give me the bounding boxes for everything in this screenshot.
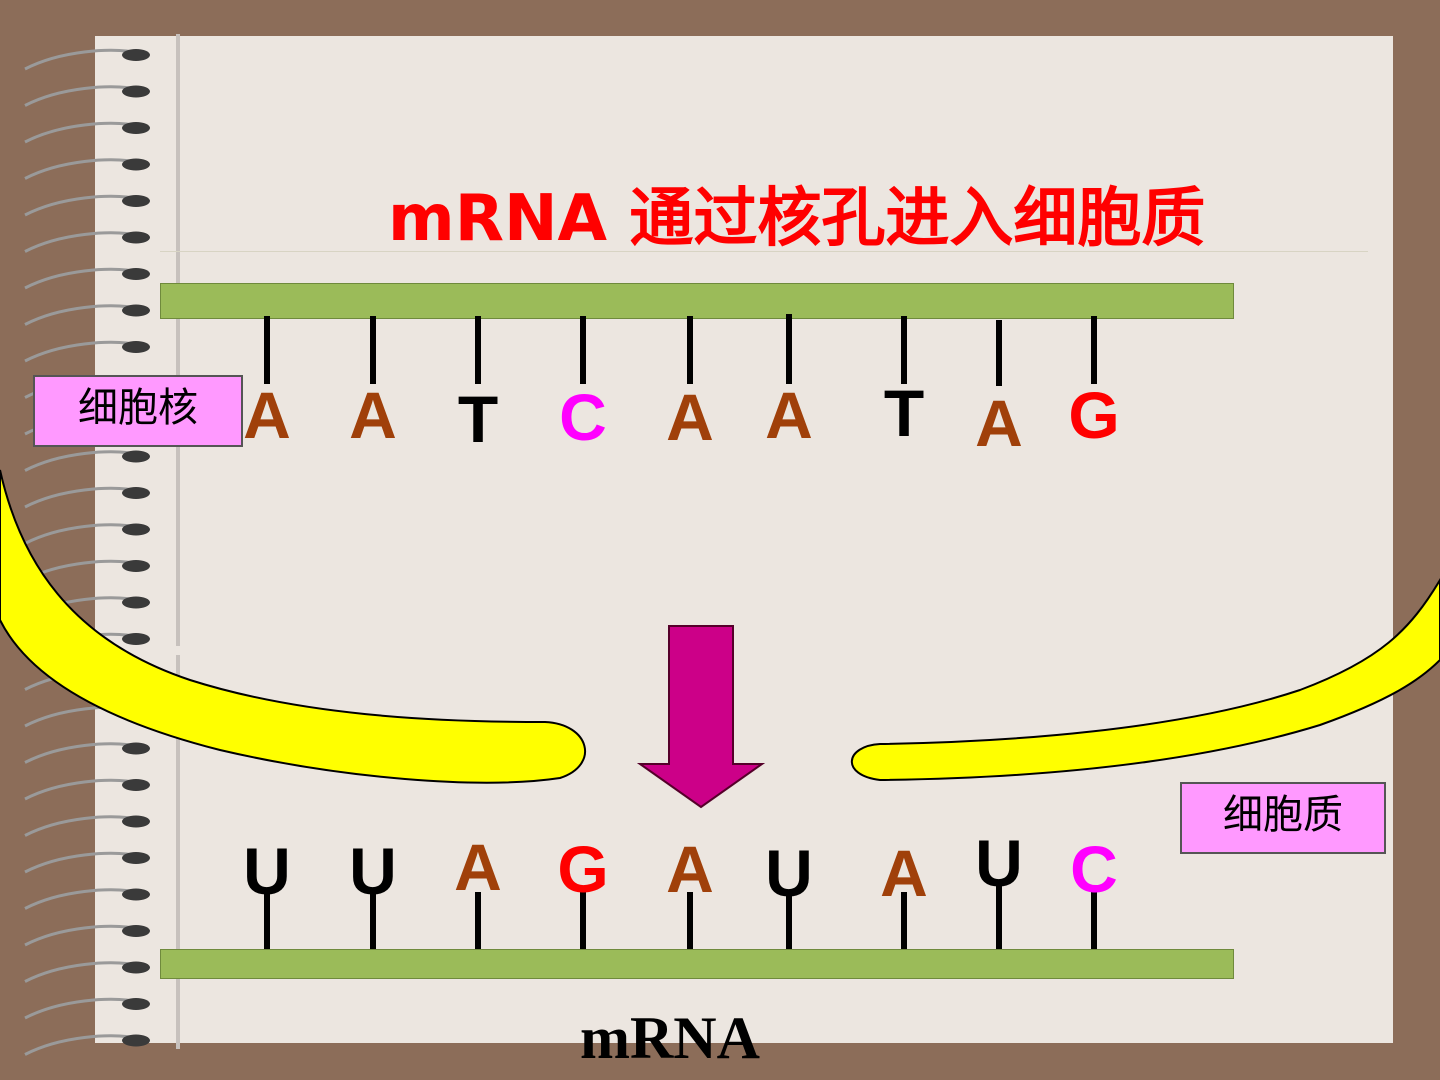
dna-bond: [687, 316, 693, 384]
dna-base: T: [883, 376, 925, 450]
mrna-base: U: [765, 836, 813, 910]
margin-line: [176, 34, 180, 646]
spiral-ring: [24, 48, 150, 71]
dna-base: G: [1068, 378, 1120, 452]
mrna-bond: [996, 882, 1002, 950]
dna-bond: [786, 314, 792, 384]
dna-base: T: [457, 382, 499, 456]
mrna-bond: [264, 890, 270, 950]
spiral-ring: [24, 997, 150, 1020]
spiral-ring: [24, 815, 150, 837]
dna-bond: [1091, 316, 1097, 384]
spiral-ring: [24, 340, 150, 363]
mrna-base: A: [666, 832, 714, 906]
spiral-ring: [24, 121, 150, 144]
mrna-base: A: [880, 836, 928, 910]
spiral-ring: [24, 778, 150, 801]
mrna-base: U: [243, 834, 291, 908]
dna-bond: [370, 316, 376, 384]
mrna-base: A: [454, 830, 502, 904]
ruled-line: [160, 251, 1368, 252]
spiral-ring: [24, 267, 150, 290]
nuclear-membrane-left: [0, 469, 587, 784]
spiral-ring: [24, 961, 150, 983]
spiral-ring: [24, 231, 150, 253]
spiral-ring: [24, 523, 150, 545]
dna-bond: [475, 316, 481, 384]
mrna-base: U: [349, 834, 397, 908]
mrna-bond: [580, 892, 586, 950]
spiral-ring: [24, 486, 150, 509]
dna-bond: [901, 316, 907, 384]
mrna-bond: [901, 892, 907, 950]
margin-line-lower: [176, 655, 180, 1049]
mrna-bond: [1091, 892, 1097, 950]
dna-base: A: [349, 378, 397, 452]
slide-title: mRNA 通过核孔进入细胞质: [388, 182, 1206, 256]
dna-base: A: [666, 380, 714, 454]
dna-base: C: [559, 380, 607, 454]
spiral-ring: [24, 742, 150, 764]
mrna-bond: [786, 892, 792, 950]
spiral-ring: [24, 304, 150, 326]
spiral-ring: [24, 194, 150, 217]
dna-bond: [580, 316, 586, 384]
spiral-ring: [24, 1034, 150, 1056]
spiral-ring: [24, 158, 150, 180]
mrna-bond: [687, 892, 693, 950]
down-arrow-icon: [636, 625, 766, 809]
mrna-bond: [475, 892, 481, 950]
mrna-label: mRNA: [580, 1005, 760, 1071]
dna-base: A: [975, 386, 1023, 460]
dna-bond: [996, 320, 1002, 386]
spiral-ring: [24, 888, 150, 910]
cytoplasm-label: 细胞质: [1180, 782, 1386, 854]
dna-strand-backbone: [160, 283, 1234, 319]
dna-base: A: [765, 378, 813, 452]
spiral-ring: [24, 924, 150, 947]
mrna-base: U: [975, 826, 1023, 900]
notebook-page: [95, 36, 1393, 1043]
nucleus-label: 细胞核: [33, 375, 243, 447]
mrna-base: G: [557, 832, 609, 906]
spiral-ring: [24, 851, 150, 874]
spiral-ring: [24, 450, 150, 472]
mrna-base: C: [1070, 832, 1118, 906]
mrna-bond: [370, 892, 376, 950]
dna-base: A: [243, 378, 291, 452]
nuclear-membrane-right: [850, 578, 1440, 782]
spiral-ring: [24, 85, 150, 107]
mrna-strand-backbone: [160, 949, 1234, 979]
dna-bond: [264, 316, 270, 384]
